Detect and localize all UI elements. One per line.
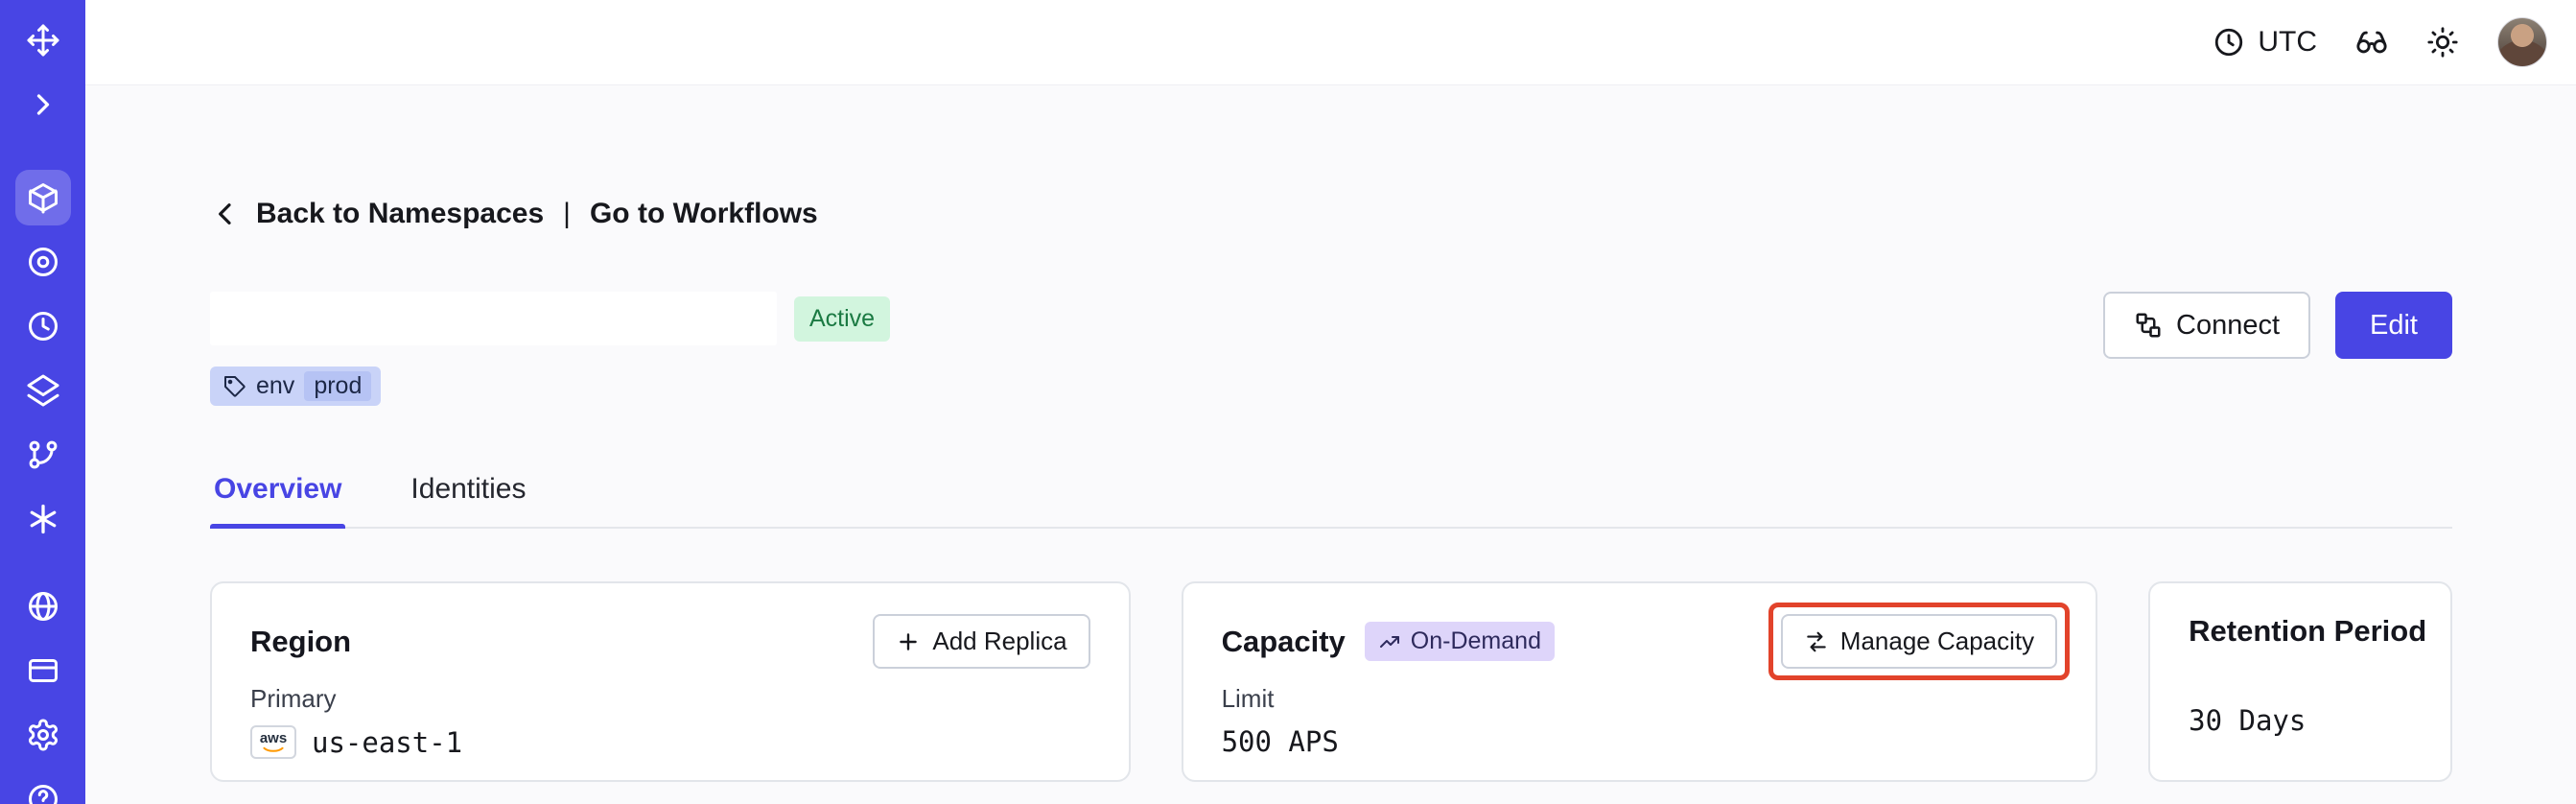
capacity-field-label: Limit <box>1221 684 1275 713</box>
aws-logo: aws <box>250 725 296 759</box>
region-card-header: Region Add Replica <box>250 614 1090 669</box>
back-to-namespaces-link[interactable]: Back to Namespaces <box>256 198 545 229</box>
nexus-icon <box>30 504 56 533</box>
sidebar-item-workflows[interactable] <box>0 229 85 294</box>
aws-logo-text: aws <box>259 730 288 746</box>
connect-button[interactable]: Connect <box>2103 292 2311 359</box>
namespace-name-redacted <box>210 292 777 345</box>
tab-bar: Overview Identities <box>210 473 2452 529</box>
sidebar-item-deployments[interactable] <box>0 422 85 486</box>
deployments-icon <box>29 440 57 468</box>
add-replica-label: Add Replica <box>932 627 1067 655</box>
labs-toggle[interactable] <box>2355 26 2388 59</box>
chevron-left-icon <box>219 203 231 225</box>
tags-row: env prod <box>210 367 890 406</box>
manage-capacity-label: Manage Capacity <box>1839 627 2035 655</box>
edit-label: Edit <box>2370 309 2418 341</box>
retention-card-header: Retention Period <box>2189 614 2427 649</box>
retention-card-title: Retention Period <box>2189 614 2427 648</box>
namespace-name-row: Active <box>210 292 891 345</box>
sidebar-item-usage[interactable] <box>0 574 85 638</box>
add-replica-button[interactable]: Add Replica <box>873 614 1090 669</box>
connect-label: Connect <box>2176 309 2281 341</box>
temporal-logo-icon <box>27 24 59 56</box>
settings-icon <box>28 719 58 750</box>
timezone-selector[interactable]: UTC <box>2213 26 2317 59</box>
tag-value: prod <box>304 371 372 401</box>
plus-icon <box>900 632 918 650</box>
topbar: UTC <box>85 0 2576 85</box>
arrows-right-left-icon <box>1807 631 1826 651</box>
region-card-title: Region <box>250 624 352 658</box>
summary-cards: Region Add Replica Primary aws <box>210 581 2452 782</box>
active-item-highlight <box>14 169 71 225</box>
namespace-tag-chip: env prod <box>210 367 382 406</box>
capacity-title-group: Capacity On-Demand <box>1222 622 1555 661</box>
manage-capacity-wrapper: Manage Capacity <box>1768 603 2071 680</box>
manage-capacity-button[interactable]: Manage Capacity <box>1780 614 2058 669</box>
trend-up-icon <box>1379 635 1399 648</box>
on-demand-badge: On-Demand <box>1364 622 1555 661</box>
capacity-card-header: Capacity On-Demand <box>1222 603 2071 680</box>
namespaces-icon <box>28 182 58 213</box>
sidebar-item-billing[interactable] <box>0 638 85 702</box>
capacity-card: Capacity On-Demand <box>1181 581 2098 782</box>
capacity-card-title: Capacity <box>1221 624 1346 658</box>
retention-value: 30 Days <box>2189 704 2307 737</box>
clock-icon <box>2215 28 2243 57</box>
edit-button[interactable]: Edit <box>2335 292 2452 359</box>
region-value-row: aws us-east-1 <box>250 725 1090 759</box>
help-icon <box>28 784 58 804</box>
region-card: Region Add Replica Primary aws <box>210 581 1131 782</box>
header-actions: Connect Edit <box>2103 292 2452 359</box>
user-avatar[interactable] <box>2497 17 2547 67</box>
on-demand-label: On-Demand <box>1410 627 1541 654</box>
sidebar-item-namespaces[interactable] <box>0 165 85 229</box>
aws-smile-icon <box>263 746 284 752</box>
timezone-label: UTC <box>2258 26 2317 58</box>
tag-icon <box>224 375 246 397</box>
retention-value-row: 30 Days <box>2189 704 2427 737</box>
region-field-label: Primary <box>250 684 337 713</box>
sidebar-expand-button[interactable] <box>0 72 85 136</box>
schedules-icon <box>28 311 58 341</box>
main-content: Back to Namespaces | Go to Workflows Act… <box>85 85 2576 804</box>
workflows-icon <box>28 247 58 276</box>
billing-icon <box>28 658 58 682</box>
sidebar-item-settings[interactable] <box>0 702 85 767</box>
retention-card: Retention Period 30 Days <box>2148 581 2452 782</box>
tag-key: env <box>256 372 295 399</box>
glasses-icon <box>2356 31 2387 54</box>
usage-icon <box>28 591 58 621</box>
tab-overview[interactable]: Overview <box>210 473 346 529</box>
capacity-value: 500 APS <box>1221 725 1339 758</box>
capacity-value-row: 500 APS <box>1222 725 2058 758</box>
sidebar <box>0 0 85 804</box>
sidebar-item-nexus[interactable] <box>0 486 85 551</box>
chevron-right-icon <box>36 93 49 115</box>
status-badge: Active <box>794 296 891 342</box>
region-value: us-east-1 <box>312 725 463 759</box>
namespace-header: Active env prod C <box>210 292 2452 406</box>
sidebar-item-schedules[interactable] <box>0 294 85 358</box>
tab-identities[interactable]: Identities <box>410 473 527 505</box>
go-to-workflows-link[interactable]: Go to Workflows <box>589 198 818 229</box>
batch-icon <box>27 374 59 406</box>
sun-icon <box>2427 27 2458 58</box>
breadcrumb-separator: | <box>563 198 571 229</box>
temporal-logo[interactable] <box>0 8 85 72</box>
sidebar-item-help[interactable] <box>0 767 85 804</box>
namespace-title-block: Active env prod <box>210 292 891 406</box>
theme-toggle[interactable] <box>2426 26 2459 59</box>
sidebar-item-batch[interactable] <box>0 358 85 422</box>
connect-icon <box>2136 313 2161 338</box>
breadcrumb: Back to Namespaces | Go to Workflows <box>210 198 2452 230</box>
